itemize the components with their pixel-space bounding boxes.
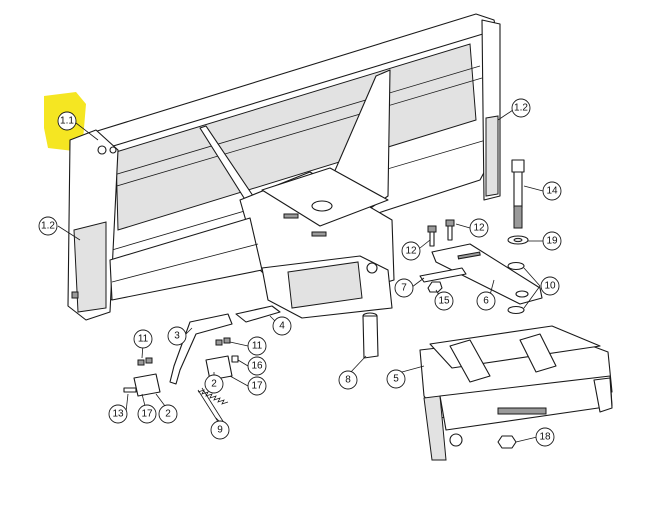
- callout-label: 17: [251, 381, 263, 392]
- callout-label: 6: [483, 296, 489, 307]
- bracket-2-left-shape: [123, 357, 161, 397]
- callout-label: 19: [546, 236, 558, 247]
- callout-label: 12: [473, 223, 485, 234]
- bracket-2-right-shape: [205, 337, 239, 381]
- callout-19: 19: [542, 231, 562, 251]
- callout-11-right: 11: [247, 336, 267, 356]
- main-frame-assembly: [67, 13, 501, 321]
- callout-label: 1.1: [60, 116, 74, 127]
- callout-label: 12: [405, 246, 417, 257]
- callout-label: 13: [112, 409, 124, 420]
- callout-label: 5: [393, 374, 399, 385]
- callout-12-left: 12: [401, 241, 421, 261]
- callout-14: 14: [542, 181, 562, 201]
- callout-2-right: 2: [204, 374, 224, 394]
- callout-label: 2: [165, 409, 171, 420]
- callout-11-left: 11: [133, 329, 153, 349]
- callout-17-left: 17: [137, 404, 157, 424]
- callout-16: 16: [247, 356, 267, 376]
- callout-label: 1.2: [514, 103, 528, 114]
- base-assembly: [419, 325, 613, 461]
- lever-3-shape: [169, 313, 233, 385]
- callout-label: 3: [174, 331, 180, 342]
- pin-8-shape: [362, 312, 379, 359]
- callout-7: 7: [394, 278, 414, 298]
- callout-4: 4: [272, 316, 292, 336]
- callout-label: 4: [279, 321, 285, 332]
- callout-label: 16: [251, 361, 263, 372]
- callout-12-top: 12: [469, 218, 489, 238]
- callout-15: 15: [434, 291, 454, 311]
- callout-label: 2: [211, 379, 217, 390]
- callout-label: 17: [141, 409, 153, 420]
- callout-6: 6: [476, 291, 496, 311]
- callout-label: 10: [544, 281, 556, 292]
- callout-3: 3: [167, 326, 187, 346]
- callout-18: 18: [535, 427, 555, 447]
- bracket-assembly: [419, 159, 543, 315]
- callout-5: 5: [386, 369, 406, 389]
- callout-label: 7: [401, 283, 407, 294]
- callout-label: 9: [217, 425, 223, 436]
- callout-label: 18: [539, 432, 551, 443]
- callout-label: 8: [345, 375, 351, 386]
- callout-13: 13: [108, 404, 128, 424]
- callout-10: 10: [540, 276, 560, 296]
- callout-1-2-right: 1.2: [511, 98, 531, 118]
- callout-2-left: 2: [158, 404, 178, 424]
- callout-1-1: 1.1: [57, 111, 77, 131]
- callout-label: 15: [438, 296, 450, 307]
- callout-label: 14: [546, 186, 558, 197]
- nut-18-shape: [497, 435, 517, 449]
- callout-9: 9: [210, 420, 230, 440]
- callout-8: 8: [338, 370, 358, 390]
- callout-label: 11: [252, 341, 263, 352]
- callout-1-2-left: 1.2: [38, 216, 58, 236]
- plate-4-shape: [235, 305, 281, 323]
- callout-17-right: 17: [247, 376, 267, 396]
- callout-label: 1.2: [41, 221, 55, 232]
- callout-label: 11: [138, 334, 149, 345]
